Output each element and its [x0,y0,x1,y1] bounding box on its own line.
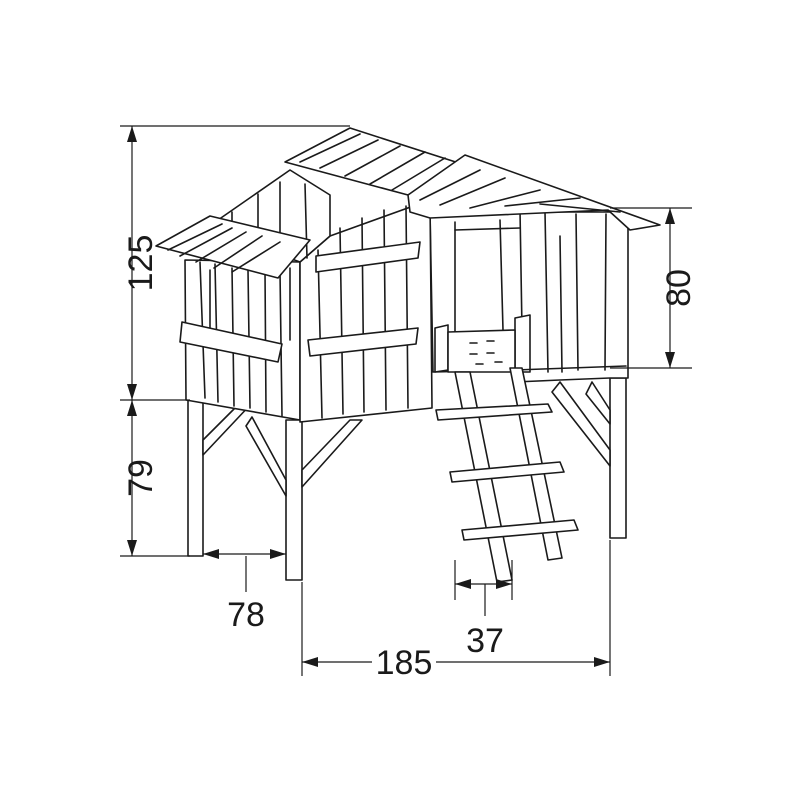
leg-front-left [285,419,303,581]
leg-back-left [187,397,204,557]
roof-middle-panel [284,127,466,196]
dimension-total-height: 125 [120,125,350,400]
label-37: 37 [466,622,504,660]
brace-right [551,381,611,467]
dimension-leg-height: 79 [120,399,190,557]
roof-right-panel [407,154,661,231]
ladder [435,367,579,583]
dimension-leg-spread: 78 [203,549,286,634]
brace-left [202,402,363,497]
house-right-section [429,209,629,383]
label-78: 78 [227,596,265,634]
shutters [179,241,421,363]
label-185: 185 [376,644,433,682]
dimension-total-width: 185 [301,540,611,682]
label-125: 125 [122,235,160,292]
label-79: 79 [122,459,160,497]
roof-left-panel [155,215,311,279]
dimension-upper-right-height: 80 [610,207,698,369]
label-80: 80 [660,269,698,307]
house-left-section [184,169,433,423]
dimension-ladder-width: 37 [454,560,513,660]
leg-back-right [609,377,627,539]
